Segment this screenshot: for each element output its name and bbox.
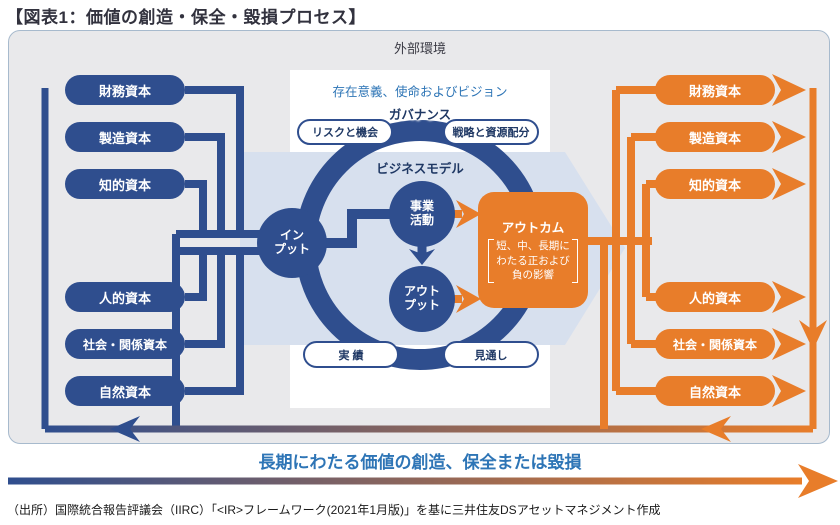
capital-manufactured-left: 製造資本 [65, 122, 185, 152]
external-environment-label: 外部環境 [393, 41, 446, 56]
feedback-arrow-left-blue-icon [110, 416, 140, 442]
capital-social-left: 社会・関係資本 [65, 329, 185, 359]
risks-opportunities-pill: リスクと機会 [297, 119, 393, 145]
input-circle: インプット [257, 208, 327, 278]
purpose-mission-vision-label: 存在意義、使命およびビジョン [332, 85, 508, 99]
capital-social-right: 社会・関係資本 [655, 329, 775, 359]
governance-label: ガバナンス [388, 108, 452, 122]
business-model-label: ビジネスモデル [376, 162, 464, 176]
capital-financial-left: 財務資本 [65, 75, 185, 105]
right-capsule-arrowheads [772, 74, 806, 407]
left-bracket-icon [488, 238, 495, 284]
capital-natural-right: 自然資本 [655, 376, 775, 406]
capital-natural-left: 自然資本 [65, 376, 185, 406]
business-activities-circle: 事業活動 [389, 181, 455, 247]
output-circle: アウトプット [389, 266, 455, 332]
capital-financial-right: 財務資本 [655, 75, 775, 105]
figure-title: 【図表1：価値の創造・保全・毀損プロセス】 [6, 8, 366, 27]
performance-pill: 実 績 [303, 341, 399, 368]
capital-intellectual-left: 知的資本 [65, 169, 185, 199]
outcome-title: アウトカム [501, 220, 565, 235]
outlook-pill: 見通し [443, 341, 539, 368]
capital-intellectual-right: 知的資本 [655, 169, 775, 199]
capital-human-right: 人的資本 [655, 282, 775, 312]
source-note: （出所）国際統合報告評議会（IIRC）「<IR>フレームワーク(2021年1月版… [7, 503, 661, 517]
feedback-arrow-left-orange-icon [701, 416, 731, 442]
banner-arrow-right-icon [798, 464, 838, 498]
capital-human-left: 人的資本 [65, 282, 185, 312]
long-term-value-banner: 長期にわたる価値の創造、保全または毀損 [258, 453, 582, 472]
right-bracket-icon [571, 238, 578, 284]
right-capital-connectors [588, 86, 658, 429]
strategy-resource-pill: 戦略と資源配分 [443, 119, 539, 145]
left-capital-connectors [172, 86, 272, 429]
collector-down-arrow-icon [799, 320, 827, 350]
capital-manufactured-right: 製造資本 [655, 122, 775, 152]
outcome-description: 短、中、長期に わたる正および 負の影響 [496, 239, 570, 282]
outcome-box: アウトカム 短、中、長期に わたる正および 負の影響 [478, 192, 588, 308]
